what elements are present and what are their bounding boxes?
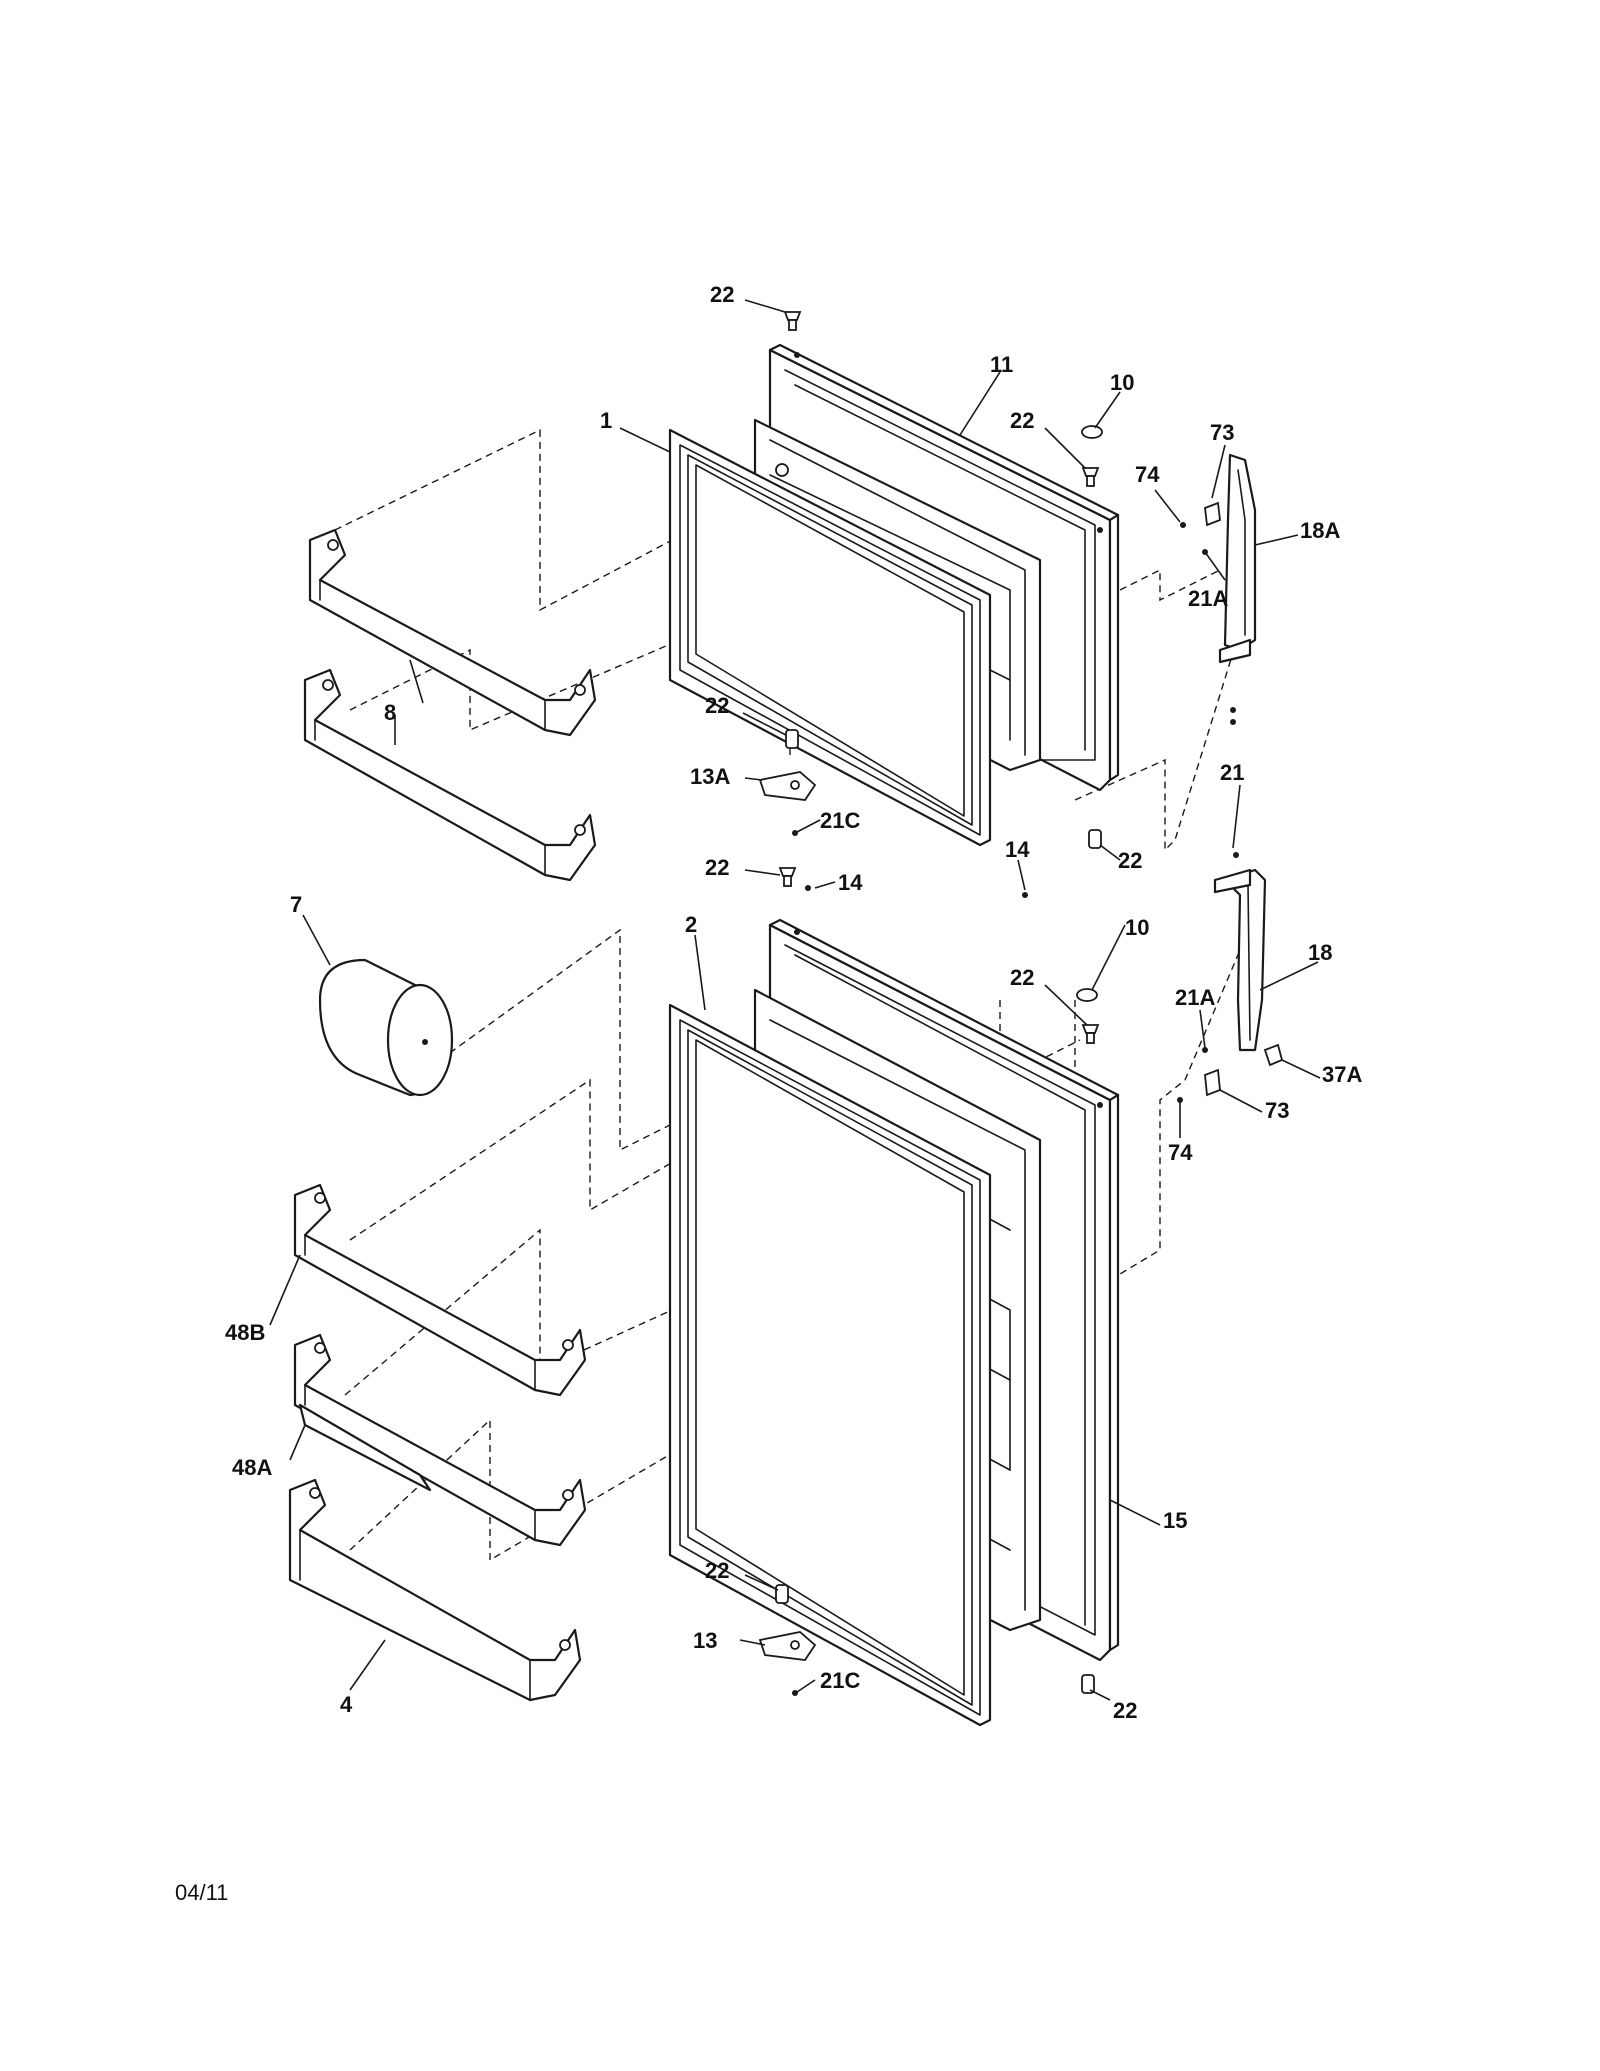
callout-labels: 22 11 10 22 1 73 74 18A 21A 8 22 13A 21 … [225,282,1362,1723]
shelf-clip-icon [574,824,586,836]
shelf-clip-icon [562,1489,574,1501]
callout-18A: 18A [1300,518,1340,543]
shelf-clip-icon [314,1342,326,1354]
spacer-73-lower [1204,1068,1221,1097]
callout-37A: 37A [1322,1062,1362,1087]
door-shelf-4 [288,1478,582,1702]
callout-22: 22 [1113,1698,1137,1723]
shelf-clip-icon [309,1487,321,1499]
hinge-13A [758,771,817,801]
hinge-13 [758,1631,817,1661]
callout-11: 11 [990,352,1013,377]
fresh-food-handle-18 [1213,868,1267,1052]
screw-22-freezer-bottom [785,729,799,749]
freezer-shelf-8-lower [303,668,597,882]
leader-lines [269,299,1321,1701]
freezer-handle-18A [1218,453,1257,664]
callout-22: 22 [1010,408,1034,433]
callout-21C: 21C [820,808,860,833]
shelf-clip-icon [322,679,334,691]
screw-22-fresh-right-bottom [1081,1674,1095,1694]
callout-7: 7 [290,892,302,917]
callout-10: 10 [1110,370,1134,395]
callout-14: 14 [1005,837,1030,862]
spacer-73-upper [1204,501,1221,527]
dairy-bin-7 [318,958,454,1097]
callout-22: 22 [1118,848,1142,873]
shelf-clip-icon [327,539,339,551]
callout-22: 22 [705,855,729,880]
shelf-clip-icon [562,1339,574,1351]
cap-10-upper [1081,425,1103,439]
hardware [758,311,1284,1696]
spacer-37A [1263,1043,1284,1067]
callout-10: 10 [1125,915,1149,940]
callout-13: 13 [693,1628,717,1653]
date-code: 04/11 [175,1880,228,1905]
callout-4: 4 [340,1692,353,1717]
callout-18: 18 [1308,940,1332,965]
bin-peg-icon [775,463,789,477]
callout-74: 74 [1135,462,1160,487]
callout-14: 14 [838,870,863,895]
callout-21A: 21A [1175,985,1215,1010]
callout-74: 74 [1168,1140,1193,1165]
screw-22-freezer-right-bottom [1088,829,1102,849]
callout-48B: 48B [225,1320,265,1345]
callout-21C: 21C [820,1668,860,1693]
callout-2: 2 [685,912,697,937]
callout-48A: 48A [232,1455,272,1480]
callout-22: 22 [705,693,729,718]
callout-13A: 13A [690,764,730,789]
door-shelf-48A [293,1333,587,1547]
callout-22: 22 [1010,965,1034,990]
callout-73: 73 [1210,420,1234,445]
callout-8: 8 [384,700,396,725]
freezer-gasket-1 [668,428,992,847]
fresh-food-gasket-2 [668,1003,992,1727]
cap-10-lower [1076,988,1098,1002]
screw-22-top-freezer [783,311,802,331]
shelf-clip-icon [559,1639,571,1651]
screw-22-fresh-top [778,867,797,887]
shelf-clip-icon [574,684,586,696]
door-shelf-48B [293,1183,587,1397]
callout-22: 22 [705,1558,729,1583]
shelf-clip-icon [314,1192,326,1204]
freezer-shelf-8-upper [308,528,597,737]
callout-21: 21 [1220,760,1244,785]
callout-73: 73 [1265,1098,1289,1123]
callout-15: 15 [1163,1508,1187,1533]
callout-22: 22 [710,282,734,307]
callout-1: 1 [600,408,612,433]
screw-22-fresh-right [1081,1024,1100,1044]
screw-22-freezer-right [1081,467,1100,487]
screw-22-fresh-bottom [775,1584,789,1604]
callout-21A: 21A [1188,586,1228,611]
